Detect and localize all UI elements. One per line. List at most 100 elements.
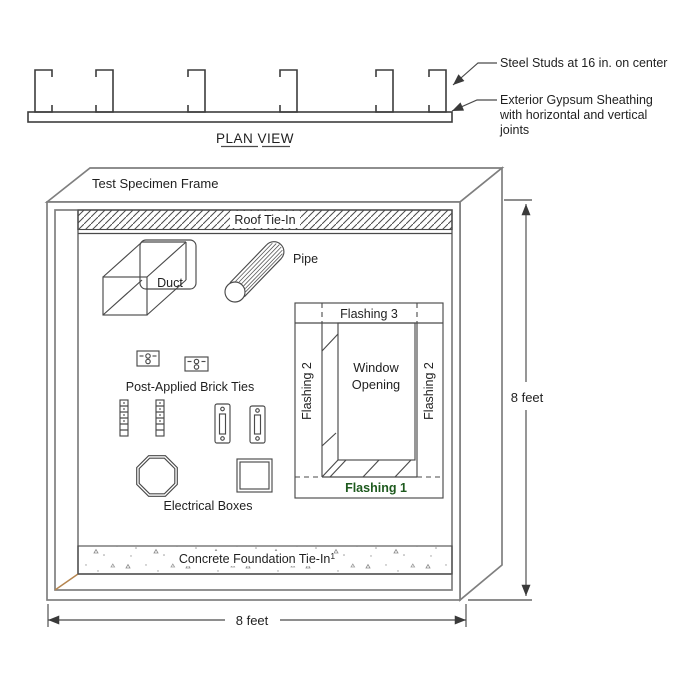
steel-stud [428,69,447,113]
sill-tick [329,459,347,478]
pipe-end-face [224,281,246,303]
duct: Duct [102,239,197,316]
pipe-body [224,241,285,303]
square-box-outer [236,458,273,493]
corrugated-tie [155,399,165,437]
steel-stud [95,69,114,113]
tie-hole [145,358,151,365]
brick-tie-plate [136,350,160,367]
duct-edge [102,279,143,316]
roof-tie-in: Roof Tie-In [77,209,453,235]
tie-dot [123,414,125,416]
corrugations [156,405,164,431]
pipe: Pipe [224,241,318,303]
pipe-far-cap [266,241,285,260]
slotted-tie [214,403,231,444]
plate-slot [218,413,227,435]
jamb-tick [321,432,337,447]
corrugated-tie [119,399,129,437]
sheathing-label-line2: with horizontal and vertical [499,108,647,122]
brick-tie [184,356,209,372]
leader-line [452,62,497,86]
flashing2-left-label: Flashing 2 [300,362,314,420]
tie-hole [193,364,200,370]
window-opening-label-line1: Window [353,360,399,375]
slotted-plate [249,405,266,444]
steel-stud [34,69,53,113]
tie-hole [193,358,200,365]
callout-steel-studs: Steel Studs at 16 in. on center [452,56,667,86]
duct-edge [146,279,187,316]
plate-hole [220,406,225,412]
brick-ties: Post-Applied Brick Ties [119,350,266,444]
pipe-hatch [235,242,283,293]
duct-box [102,241,187,316]
frame-floor-corner-diagonal [54,573,79,591]
window-opening-inner [337,322,416,461]
foundation-tie-in: Concrete Foundation Tie-In1 [77,545,453,575]
tie-dot [123,402,125,404]
square-box-inner [239,461,270,490]
elevation-view: Test Specimen Frame Roof Tie-In Duct [44,166,544,628]
plate-slot [253,414,262,435]
frame-front-face [46,201,461,601]
height-dimension-label: 8 feet [511,390,544,405]
foundation-label: Concrete Foundation Tie-In1 [179,551,335,566]
jamb-tick [321,333,339,352]
gypsum-sheathing-board [27,111,453,123]
roof-label-background [230,211,300,228]
frame-title: Test Specimen Frame [92,176,218,191]
window-opening-label-line2: Opening [352,377,400,392]
slotted-tie [249,405,266,444]
duct-label: Duct [157,276,183,290]
tie-hole [145,353,151,359]
window-assembly-outline [294,302,444,499]
brick-ties-label: Post-Applied Brick Ties [126,380,255,394]
dimension-height: 8 feet [468,199,544,601]
electrical-boxes: Electrical Boxes [136,455,273,513]
window-assembly: Flashing 3 Flashing 2 Flashing 2 Window … [294,302,444,499]
steel-studs-label: Steel Studs at 16 in. on center [500,56,667,70]
tie-dot [159,408,161,410]
steel-stud [279,69,298,113]
leader-line [451,99,497,112]
frame-right-face [459,166,503,602]
dimension-width: 8 feet [47,604,467,628]
flashing2-right-label: Flashing 2 [422,362,436,420]
tie-dot [159,414,161,416]
duct-edge [146,241,187,278]
electrical-boxes-label: Electrical Boxes [164,499,253,513]
plan-view: PLAN VIEW Steel Studs at 16 in. on cente… [27,56,667,148]
width-dimension-label: 8 feet [236,613,269,628]
pipe-label: Pipe [293,252,318,266]
steel-studs [34,69,447,113]
brick-tie-plate [184,356,209,372]
duct-wall-opening [139,239,197,290]
tie-dot [159,420,161,422]
pipe-outline [243,258,282,298]
callout-sheathing: Exterior Gypsum Sheathing with horizonta… [451,93,653,137]
foundation-label-text: Concrete Foundation Tie-In [179,552,331,566]
plate-hole [255,436,260,441]
sill-tick [362,459,380,478]
sheathing-label-line1: Exterior Gypsum Sheathing [500,93,653,107]
slotted-plate [214,403,231,444]
tie-dot [123,420,125,422]
foundation-label-background [181,551,334,566]
roof-tie-in-label: Roof Tie-In [234,213,295,227]
flashing3-label: Flashing 3 [340,307,398,321]
plate-hole [220,436,225,441]
octagon-box-inner [138,457,176,495]
brick-tie [136,350,160,367]
sill-tick [394,459,412,478]
tie-dot [159,402,161,404]
tie-dot [123,408,125,410]
plan-view-title: PLAN VIEW [216,131,294,146]
octagon-box-outer [136,455,178,497]
steel-stud [187,69,206,113]
pipe-outline [229,244,268,284]
plate-hole [255,408,260,413]
duct-edge [102,241,143,278]
